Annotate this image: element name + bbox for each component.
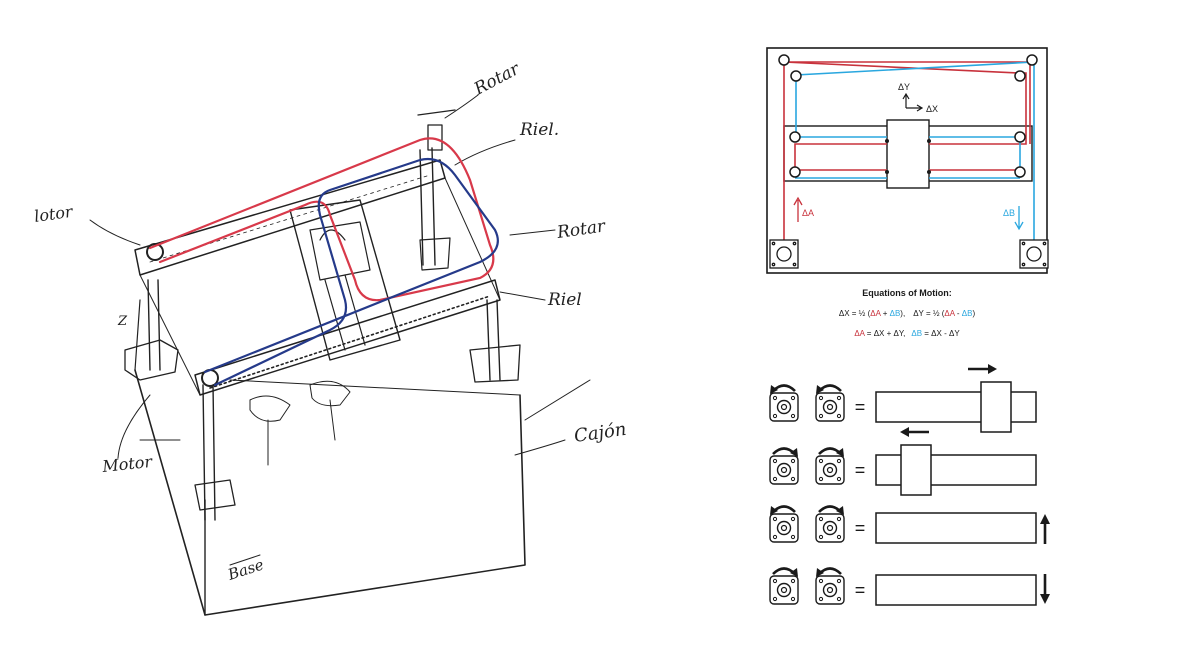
- label-motor-bottom: Motor: [100, 452, 154, 476]
- stepper-motor-right-icon: [815, 447, 845, 485]
- rail-bar: [875, 454, 1037, 486]
- label-rotar-top: Rotar: [470, 59, 524, 100]
- label-riel-right: Riel: [547, 290, 582, 310]
- arrow-up-icon: [1040, 514, 1050, 544]
- stepper-motor-left-icon: [769, 447, 799, 485]
- label-riel-top: Riel.: [519, 120, 559, 140]
- carriage-block: [900, 444, 932, 496]
- stepper-motor-right-icon: [815, 567, 845, 605]
- delta-b-label: ΔB: [1003, 208, 1015, 218]
- delta-a-label: ΔA: [802, 208, 814, 218]
- pulley-top-left-outer: [778, 54, 790, 66]
- axes-arrows: [902, 92, 924, 112]
- rotate-cw-icon: [818, 447, 844, 457]
- pulley-top-left-inner: [790, 70, 802, 82]
- rotate-cw-icon: [772, 447, 798, 457]
- label-cajon: Cajón: [573, 419, 628, 447]
- stepper-motor-left-icon: [769, 384, 799, 422]
- stepper-motor-right-icon: [815, 505, 845, 543]
- pulley-bar-right-bottom: [1014, 166, 1026, 178]
- frame-outline: [766, 47, 1048, 274]
- belt-a-top: [784, 61, 1031, 144]
- rail-bar: [875, 391, 1037, 423]
- pulley-top-right-inner: [1014, 70, 1026, 82]
- rail-bar: [875, 574, 1037, 606]
- rotate-ccw-icon: [770, 505, 796, 515]
- sketch-belt-blue: [203, 157, 499, 387]
- axis-y-label: ΔY: [898, 82, 910, 92]
- rail-bar: [875, 512, 1037, 544]
- rotate-ccw-icon: [770, 384, 796, 394]
- pulley-bar-right-top: [1014, 131, 1026, 143]
- delta-a-arrow: [793, 196, 803, 222]
- rotate-ccw-icon: [816, 384, 842, 394]
- equations-title: Equations of Motion:: [862, 288, 951, 298]
- carriage: [886, 119, 930, 189]
- label-base: Base: [225, 555, 266, 584]
- sketch-belt-red: [148, 137, 495, 302]
- equals-sign: =: [855, 580, 866, 600]
- belt-b: [795, 61, 1035, 244]
- label-motor-left: lotor: [33, 202, 75, 226]
- equals-sign: =: [855, 397, 866, 417]
- corexy-schematic: ΔA ΔB ΔY ΔX: [766, 47, 1049, 274]
- rotate-cw-icon: [772, 567, 798, 577]
- stepper-motor-left-icon: [769, 505, 799, 543]
- carriage-block: [980, 381, 1012, 433]
- rotate-cw-icon: [818, 505, 844, 515]
- belt-a: [783, 61, 1027, 244]
- pulley-top-right-outer: [1026, 54, 1038, 66]
- motor-b: [1019, 239, 1049, 269]
- rotate-ccw-icon: [816, 567, 842, 577]
- motor-a: [769, 239, 799, 269]
- pulley-bar-left-bottom: [789, 166, 801, 178]
- label-z-axis: Z: [117, 314, 128, 329]
- equals-sign: =: [855, 460, 866, 480]
- motion-row: =: [769, 567, 1050, 606]
- stepper-motor-left-icon: [769, 567, 799, 605]
- equals-sign: =: [855, 518, 866, 538]
- motion-row: =: [769, 505, 1050, 544]
- stepper-motor-right-icon: [815, 384, 845, 422]
- hand-sketch-gantry: [89, 94, 591, 616]
- arrow-right-icon: [968, 364, 997, 374]
- axis-x-label: ΔX: [926, 104, 938, 114]
- arrow-down-icon: [1040, 574, 1050, 604]
- label-rotar-right: Rotar: [555, 216, 607, 243]
- equation-line-2: ΔA = ΔX + ΔY,ΔB = ΔX - ΔY: [854, 329, 960, 338]
- pulley-bar-left-top: [789, 131, 801, 143]
- equation-line-1: ΔX = ½ (ΔA + ΔB),ΔY = ½ (ΔA - ΔB): [839, 309, 976, 318]
- equations-block: Equations of Motion: ΔX = ½ (ΔA + ΔB),ΔY…: [839, 288, 976, 338]
- arrow-left-icon: [900, 427, 929, 437]
- motion-row: =: [769, 364, 1037, 433]
- delta-b-arrow: [1014, 206, 1024, 231]
- motion-row: =: [769, 427, 1037, 496]
- motion-rows: = = = =: [769, 364, 1050, 606]
